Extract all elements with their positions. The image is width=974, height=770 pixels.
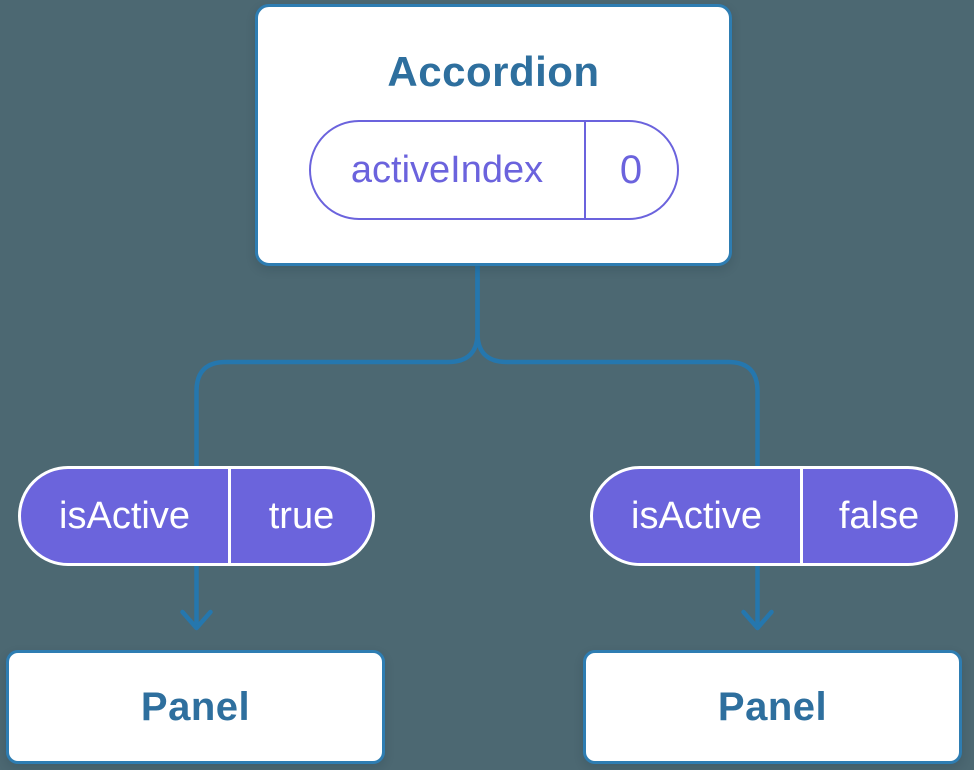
state-name: isActive [593, 469, 803, 563]
panel-card-right: Panel [583, 650, 962, 764]
panel-card-left: Panel [6, 650, 385, 764]
panel-label: Panel [140, 684, 251, 729]
connector-branch-left [194, 263, 480, 629]
isactive-true-pill: isActive true [18, 466, 375, 566]
connector-branch-right [475, 263, 760, 629]
panel-label: Panel [717, 684, 828, 729]
state-value: true [268, 495, 335, 537]
state-name: isActive [21, 469, 231, 563]
activeindex-prop-pill: activeIndex 0 [308, 119, 679, 220]
accordion-component-card: Accordion activeIndex 0 [255, 4, 732, 266]
prop-name: activeIndex [311, 121, 586, 218]
isactive-false-pill: isActive false [590, 466, 958, 566]
accordion-title: Accordion [387, 47, 600, 95]
prop-value: 0 [619, 147, 643, 192]
arrowhead-right-icon [741, 609, 774, 631]
state-value: false [838, 495, 920, 537]
arrowhead-left-icon [180, 609, 213, 631]
